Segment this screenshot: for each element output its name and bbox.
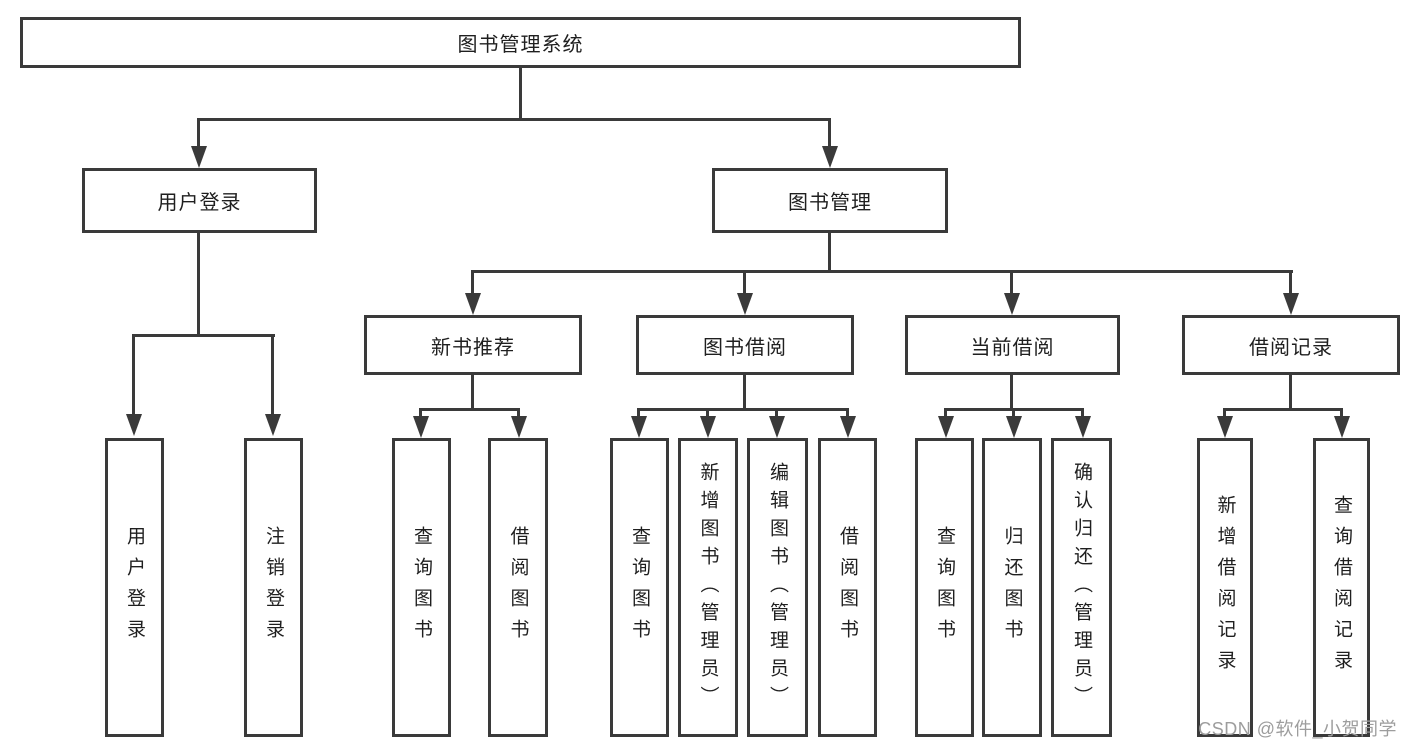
arrow-down-icon [511, 416, 527, 438]
arrow-down-icon [737, 293, 753, 315]
connector-line [419, 408, 422, 420]
node-user-login-label: 用户登录 [157, 192, 242, 214]
connector-line [132, 334, 135, 418]
arrow-down-icon [700, 416, 716, 438]
connector-line [271, 334, 274, 418]
node-user-login: 用户登录 [82, 168, 317, 233]
node-leaf-cb-query-books-label: 查询图书 [934, 525, 955, 650]
node-borrow-records-label: 借阅记录 [1249, 336, 1333, 359]
connector-line [775, 408, 778, 420]
node-leaf-br-add-record-label: 新增借阅记录 [1214, 494, 1236, 681]
connector-line [637, 408, 849, 411]
connector-line [1223, 408, 1343, 411]
arrow-down-icon [1006, 416, 1022, 438]
node-system-root: 图书管理系统 [20, 17, 1021, 68]
connector-line [743, 270, 746, 296]
connector-line [1012, 408, 1015, 420]
arrow-down-icon [191, 146, 207, 168]
node-leaf-nb-query-books-label: 查询图书 [411, 525, 432, 650]
arrow-down-icon [769, 416, 785, 438]
node-leaf-logout-label: 注销登录 [263, 525, 284, 650]
node-leaf-user-login-label: 用户登录 [124, 525, 145, 650]
node-leaf-cb-confirm-return-label: 确认归还（管理员） [1071, 461, 1092, 714]
node-leaf-nb-borrow-books-label: 借阅图书 [507, 525, 529, 650]
node-leaf-br-add-record: 新增借阅记录 [1197, 438, 1253, 737]
arrow-down-icon [265, 414, 281, 436]
connector-line [1289, 375, 1292, 411]
node-borrow-records: 借阅记录 [1182, 315, 1400, 375]
arrow-down-icon [1075, 416, 1091, 438]
arrow-down-icon [126, 414, 142, 436]
connector-line [706, 408, 709, 420]
node-leaf-logout: 注销登录 [244, 438, 303, 737]
node-system-root-label: 图书管理系统 [457, 34, 584, 56]
connector-line [1081, 408, 1084, 420]
node-leaf-bb-borrow-books-label: 借阅图书 [837, 525, 858, 650]
node-leaf-br-query-record: 查询借阅记录 [1313, 438, 1370, 737]
node-book-borrow-label: 图书借阅 [703, 336, 787, 359]
connector-line [846, 408, 849, 420]
connector-line [828, 233, 831, 273]
node-current-borrow: 当前借阅 [905, 315, 1120, 375]
connector-line [471, 375, 474, 411]
node-leaf-nb-query-books: 查询图书 [392, 438, 451, 737]
connector-line [1010, 270, 1013, 296]
node-leaf-bb-edit-books-label: 编辑图书（管理员） [767, 461, 788, 714]
connector-line [944, 408, 947, 420]
connector-line [132, 334, 275, 337]
node-leaf-bb-query-books: 查询图书 [610, 438, 669, 737]
connector-line [519, 68, 522, 121]
node-book-management: 图书管理 [712, 168, 948, 233]
arrow-down-icon [840, 416, 856, 438]
connector-line [1289, 270, 1292, 296]
arrow-down-icon [1217, 416, 1233, 438]
node-leaf-br-query-record-label: 查询借阅记录 [1331, 494, 1352, 681]
arrow-down-icon [413, 416, 429, 438]
connector-line [517, 408, 520, 420]
node-leaf-bb-query-books-label: 查询图书 [629, 525, 650, 650]
connector-line [1223, 408, 1226, 420]
connector-line [828, 118, 831, 150]
node-leaf-user-login: 用户登录 [105, 438, 164, 737]
arrow-down-icon [465, 293, 481, 315]
arrow-down-icon [1004, 293, 1020, 315]
node-leaf-bb-borrow-books: 借阅图书 [818, 438, 877, 737]
node-leaf-nb-borrow-books: 借阅图书 [488, 438, 548, 737]
connector-line [419, 408, 520, 411]
node-leaf-cb-confirm-return: 确认归还（管理员） [1051, 438, 1112, 737]
connector-line [197, 233, 200, 336]
node-leaf-bb-add-books-label: 新增图书（管理员） [697, 461, 719, 714]
connector-line [197, 118, 200, 150]
arrow-down-icon [631, 416, 647, 438]
connector-line [1340, 408, 1343, 420]
node-book-management-label: 图书管理 [788, 192, 872, 214]
arrow-down-icon [1334, 416, 1350, 438]
connector-line [471, 270, 474, 296]
connector-line [471, 270, 1293, 273]
arrow-down-icon [1283, 293, 1299, 315]
node-leaf-cb-return-books-label: 归还图书 [1001, 525, 1023, 650]
connector-line [1010, 375, 1013, 411]
node-book-borrow: 图书借阅 [636, 315, 854, 375]
watermark: CSDN @软件_小贺同学 [1198, 719, 1397, 739]
connector-line [197, 118, 831, 121]
node-leaf-bb-add-books: 新增图书（管理员） [678, 438, 738, 737]
node-leaf-cb-return-books: 归还图书 [982, 438, 1042, 737]
node-leaf-bb-edit-books: 编辑图书（管理员） [747, 438, 808, 737]
node-new-book-recommend-label: 新书推荐 [431, 336, 515, 359]
node-new-book-recommend: 新书推荐 [364, 315, 582, 375]
arrow-down-icon [938, 416, 954, 438]
connector-line [743, 375, 746, 411]
arrow-down-icon [822, 146, 838, 168]
node-current-borrow-label: 当前借阅 [970, 336, 1055, 359]
node-leaf-cb-query-books: 查询图书 [915, 438, 974, 737]
connector-line [637, 408, 640, 420]
